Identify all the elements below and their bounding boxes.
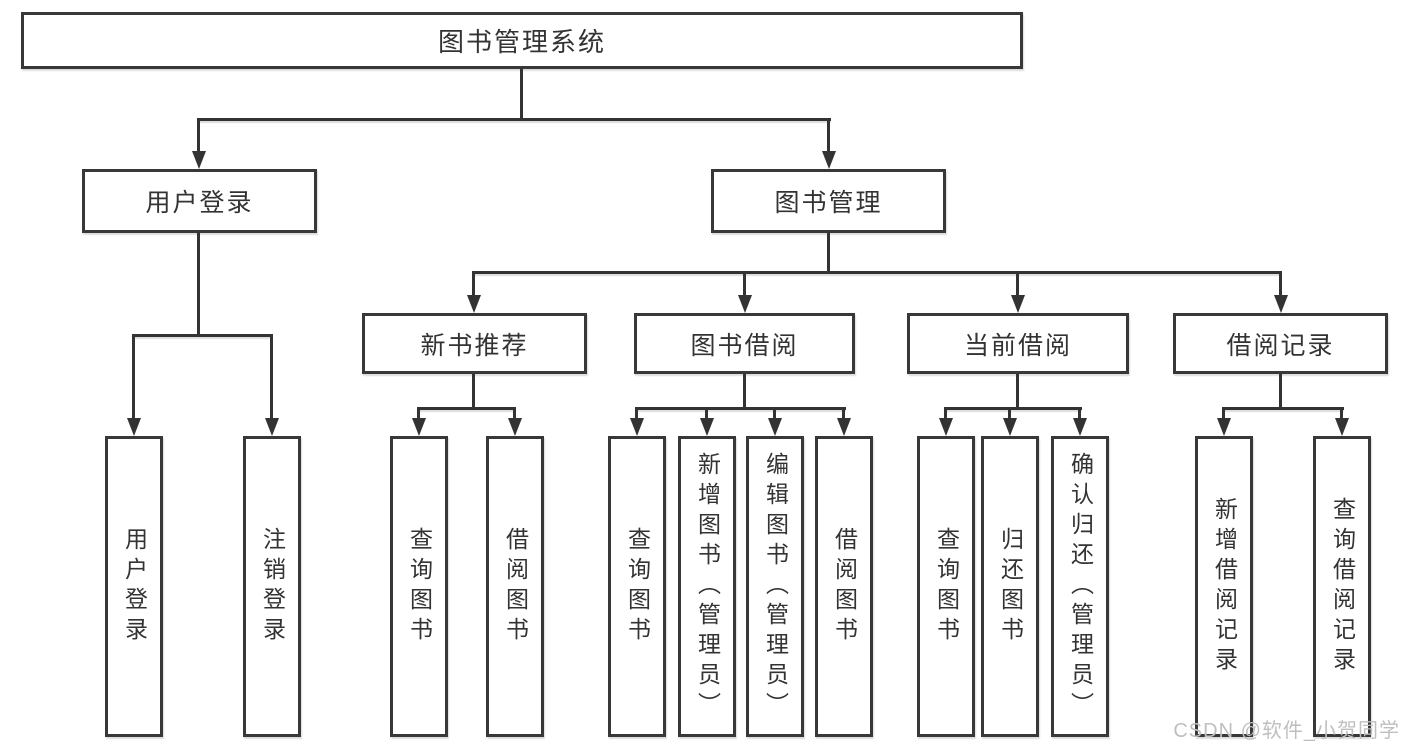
connector-drop bbox=[635, 407, 638, 418]
connector-drop bbox=[773, 407, 776, 418]
node-edit-book-admin: 编辑图书（管理员） bbox=[746, 436, 804, 737]
connector-stem bbox=[743, 374, 746, 410]
connector-branch bbox=[635, 407, 846, 410]
node-user-login-group: 用户登录 bbox=[82, 169, 317, 233]
node-book-management: 图书管理 bbox=[711, 169, 946, 233]
node-return-book: 归还图书 bbox=[981, 436, 1039, 737]
connector-root-branch bbox=[197, 118, 831, 121]
connector-drop bbox=[1222, 407, 1225, 418]
connector-drop bbox=[1016, 271, 1019, 295]
node-query-borrow-record: 查询借阅记录 bbox=[1313, 436, 1371, 737]
node-borrow-borrow-books-label: 借阅图书 bbox=[831, 526, 858, 647]
node-return-book-label: 归还图书 bbox=[997, 526, 1024, 647]
node-recommend-query-books: 查询图书 bbox=[390, 436, 448, 737]
node-edit-book-admin-label: 编辑图书（管理员） bbox=[762, 451, 789, 722]
connector-drop bbox=[944, 407, 947, 418]
node-logout: 注销登录 bbox=[243, 436, 301, 737]
connector-drop bbox=[705, 407, 708, 418]
connector-root-stem bbox=[520, 69, 523, 120]
connector-drop bbox=[1008, 407, 1011, 418]
node-book-borrow: 图书借阅 bbox=[634, 313, 855, 374]
csdn-watermark: CSDN @软件_小贺同学 bbox=[1173, 720, 1400, 742]
arrow-down-icon bbox=[1003, 418, 1017, 436]
connector-drop bbox=[1340, 407, 1343, 418]
arrow-down-icon bbox=[412, 418, 426, 436]
connector-drop bbox=[197, 118, 200, 151]
connector-drop bbox=[827, 118, 830, 151]
node-book-borrow-label: 图书借阅 bbox=[690, 331, 799, 360]
connector-drop bbox=[417, 407, 420, 418]
arrow-down-icon bbox=[1217, 418, 1231, 436]
node-query-borrow-record-label: 查询借阅记录 bbox=[1329, 496, 1356, 677]
connector-drop bbox=[743, 271, 746, 295]
connector-branch bbox=[417, 407, 516, 410]
connector-drop bbox=[1279, 271, 1282, 295]
node-borrow-query-books-label: 查询图书 bbox=[624, 526, 651, 647]
node-borrow-borrow-books: 借阅图书 bbox=[815, 436, 873, 737]
arrow-down-icon bbox=[1274, 295, 1288, 313]
node-new-book-recommend-label: 新书推荐 bbox=[420, 331, 529, 360]
node-library-system-label: 图书管理系统 bbox=[437, 27, 606, 57]
node-borrow-records: 借阅记录 bbox=[1173, 313, 1388, 374]
connector-stem bbox=[1016, 374, 1019, 410]
connector-branch bbox=[132, 334, 273, 337]
node-user-login: 用户登录 bbox=[105, 436, 163, 737]
connector-branch bbox=[1222, 407, 1344, 410]
arrow-down-icon bbox=[1073, 418, 1087, 436]
node-confirm-return-admin: 确认归还（管理员） bbox=[1051, 436, 1109, 737]
connector-branch bbox=[472, 271, 1282, 274]
arrow-down-icon bbox=[822, 151, 836, 169]
node-new-book-recommend: 新书推荐 bbox=[362, 313, 587, 374]
arrow-down-icon bbox=[700, 418, 714, 436]
arrow-down-icon bbox=[1335, 418, 1349, 436]
node-add-book-admin: 新增图书（管理员） bbox=[678, 436, 736, 737]
node-book-management-label: 图书管理 bbox=[774, 189, 883, 217]
arrow-down-icon bbox=[265, 418, 279, 436]
arrow-down-icon bbox=[127, 418, 141, 436]
node-add-borrow-record: 新增借阅记录 bbox=[1195, 436, 1253, 737]
arrow-down-icon bbox=[508, 418, 522, 436]
node-user-login-label: 用户登录 bbox=[121, 526, 148, 647]
connector-stem bbox=[197, 233, 200, 336]
arrow-down-icon bbox=[768, 418, 782, 436]
arrow-down-icon bbox=[837, 418, 851, 436]
arrow-down-icon bbox=[467, 295, 481, 313]
node-add-book-admin-label: 新增图书（管理员） bbox=[694, 451, 721, 722]
arrow-down-icon bbox=[192, 151, 206, 169]
node-recommend-query-books-label: 查询图书 bbox=[406, 526, 433, 647]
node-current-borrow-label: 当前借阅 bbox=[963, 331, 1072, 360]
node-recommend-borrow-books: 借阅图书 bbox=[486, 436, 544, 737]
node-current-query-books: 查询图书 bbox=[917, 436, 975, 737]
node-current-query-books-label: 查询图书 bbox=[933, 526, 960, 647]
node-confirm-return-admin-label: 确认归还（管理员） bbox=[1067, 451, 1094, 722]
arrow-down-icon bbox=[630, 418, 644, 436]
arrow-down-icon bbox=[738, 295, 752, 313]
arrow-down-icon bbox=[939, 418, 953, 436]
connector-drop bbox=[842, 407, 845, 418]
connector-drop bbox=[1078, 407, 1081, 418]
connector-stem bbox=[1279, 374, 1282, 410]
node-add-borrow-record-label: 新增借阅记录 bbox=[1211, 496, 1238, 677]
connector-drop bbox=[472, 271, 475, 295]
arrow-down-icon bbox=[1011, 295, 1025, 313]
node-logout-label: 注销登录 bbox=[259, 526, 286, 647]
node-user-login-group-label: 用户登录 bbox=[145, 189, 254, 217]
node-recommend-borrow-books-label: 借阅图书 bbox=[502, 526, 529, 647]
connector-stem bbox=[827, 233, 830, 274]
connector-stem bbox=[472, 374, 475, 410]
connector-drop bbox=[270, 334, 273, 418]
node-borrow-records-label: 借阅记录 bbox=[1226, 331, 1335, 360]
connector-drop bbox=[513, 407, 516, 418]
node-library-system: 图书管理系统 bbox=[21, 12, 1023, 69]
connector-branch bbox=[944, 407, 1082, 410]
node-current-borrow: 当前借阅 bbox=[907, 313, 1129, 374]
node-borrow-query-books: 查询图书 bbox=[608, 436, 666, 737]
connector-drop bbox=[132, 334, 135, 418]
